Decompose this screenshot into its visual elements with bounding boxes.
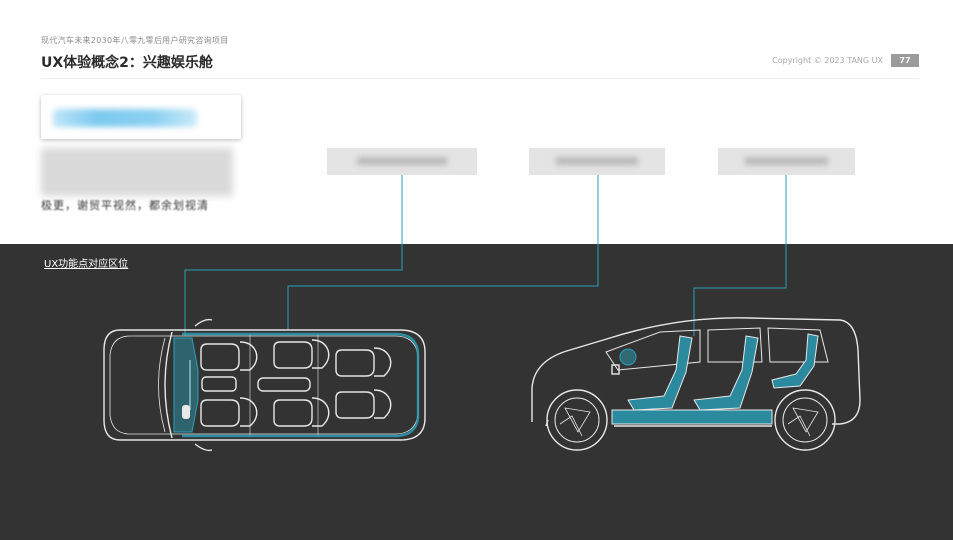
partial-description-text: 极更，谢贸平视然，都余划视清 (41, 199, 209, 212)
page-title: UX体验概念2：兴趣娱乐舱 (41, 55, 213, 71)
connector-line-3 (693, 175, 787, 336)
page-number-badge: 77 (891, 54, 919, 67)
connector-lines (184, 175, 787, 336)
feature-tag-2 (529, 148, 665, 175)
section-label: UX功能点对应区位 (44, 259, 129, 270)
blurred-title-text (53, 109, 197, 127)
header-divider (41, 78, 919, 79)
feature-tag-1-blurred-label (357, 157, 447, 165)
feature-tag-2-blurred-label (556, 157, 638, 165)
car-top-view-icon (103, 318, 426, 452)
connector-line-2 (287, 175, 599, 330)
page-subtitle: 现代汽车未来2030年八零九零后用户研究咨询项目 (41, 36, 229, 45)
copyright-text: Copyright © 2023 TANG UX (772, 56, 883, 65)
blurred-title-card (41, 95, 241, 139)
connector-line-1 (184, 175, 403, 336)
feature-tag-3 (718, 148, 855, 175)
top-view-highlight (173, 332, 420, 438)
side-view-highlight (611, 333, 819, 425)
blurred-description (41, 148, 233, 196)
feature-tag-3-blurred-label (745, 157, 828, 165)
feature-tag-1 (327, 148, 477, 175)
car-side-view-icon (531, 317, 861, 451)
